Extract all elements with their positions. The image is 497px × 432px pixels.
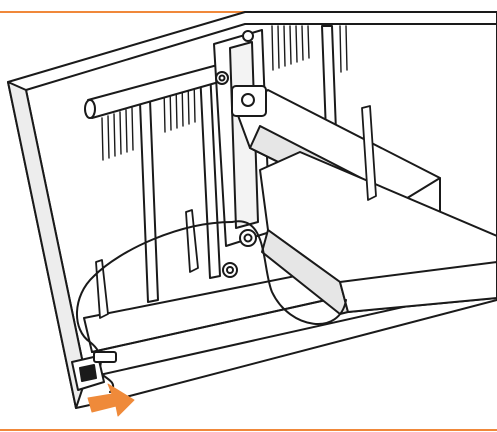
power-plug-icon — [71, 351, 117, 391]
bottom-accent-rule — [0, 429, 497, 431]
wall-mount-arm-icon — [231, 85, 497, 315]
vent-slots — [101, 25, 348, 161]
mount-hooks — [95, 105, 377, 319]
insert-arrow-icon — [87, 383, 135, 417]
